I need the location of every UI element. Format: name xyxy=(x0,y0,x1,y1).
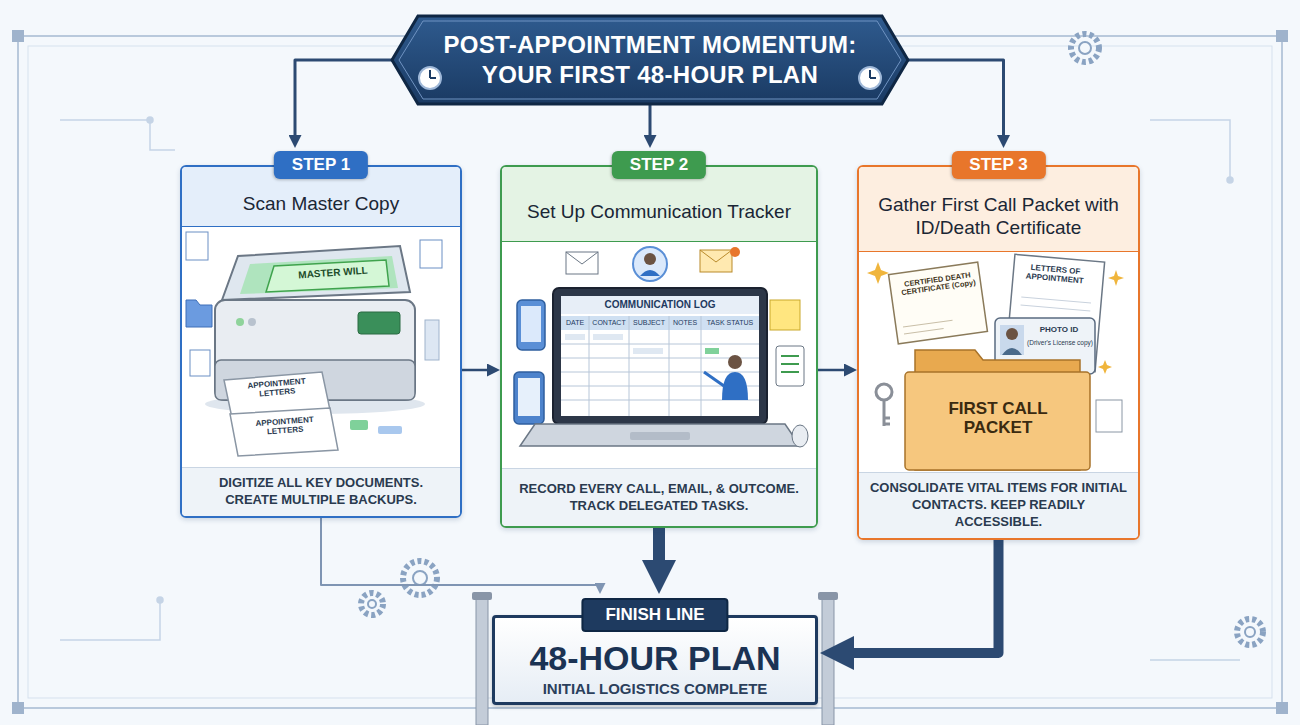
illustration-label: MASTER WILL xyxy=(283,264,384,282)
arrow-head xyxy=(295,142,296,148)
illustration-label: COMMUNICATION LOG xyxy=(561,299,759,310)
connector-line xyxy=(462,369,494,372)
step-footer-band: RECORD EVERY CALL, EMAIL, & OUTCOME. TRA… xyxy=(502,468,816,526)
connector xyxy=(659,528,660,594)
arrow-head xyxy=(494,370,500,371)
step-panel: STEP 3Gather First Call Packet with ID/D… xyxy=(857,165,1140,540)
finish-sign: FINISH LINE48-HOUR PLANINITIAL LOGISTICS… xyxy=(492,615,818,705)
title-text: POST-APPOINTMENT MOMENTUM: YOUR FIRST 48… xyxy=(420,30,880,90)
arrow-head xyxy=(851,370,857,371)
step-title: Scan Master Copy xyxy=(243,193,399,216)
packet-illustration xyxy=(867,254,1124,470)
step-header-band: Gather First Call Packet with ID/Death C… xyxy=(859,167,1138,252)
connector xyxy=(820,540,999,653)
step-tab: STEP 1 xyxy=(274,151,368,179)
illustration-label: NOTES xyxy=(669,319,701,327)
step-header-band: Scan Master Copy xyxy=(182,167,460,227)
illustration-label: SUBJECT xyxy=(629,319,669,327)
connector xyxy=(462,370,500,371)
clock-icon xyxy=(419,67,441,89)
illustration-label: CERTIFIED DEATH CERTIFICATE (Copy) xyxy=(896,270,979,298)
step-description: RECORD EVERY CALL, EMAIL, & OUTCOME. TRA… xyxy=(512,481,806,515)
arrow-head xyxy=(659,576,660,594)
arrow-head xyxy=(600,589,601,594)
arrow-head xyxy=(650,142,651,148)
scanner-illustration xyxy=(186,232,442,456)
illustration-label: PHOTO ID xyxy=(1027,326,1091,335)
step-panel: STEP 1Scan Master CopyDIGITIZE ALL KEY D… xyxy=(180,165,462,518)
step-description: DIGITIZE ALL KEY DOCUMENTS. CREATE MULTI… xyxy=(192,475,450,509)
connector-line xyxy=(838,540,999,653)
illustration-label: FIRST CALL PACKET xyxy=(922,400,1074,437)
step-header-band: Set Up Communication Tracker xyxy=(502,167,816,242)
connector xyxy=(908,60,1004,148)
banner-outline xyxy=(392,16,908,104)
illustration-label: (Driver's License copy) xyxy=(1027,339,1093,346)
illustration-label: DATE xyxy=(561,319,589,327)
banner-inner-line xyxy=(399,21,901,99)
step-footer-band: CONSOLIDATE VITAL ITEMS FOR INITIAL CONT… xyxy=(859,472,1138,538)
connector xyxy=(321,518,600,594)
illustration-area xyxy=(182,227,460,467)
step-panel: STEP 2Set Up Communication TrackerRECORD… xyxy=(500,165,818,528)
finish-ribbon: FINISH LINE xyxy=(581,598,728,632)
connector-line xyxy=(818,369,851,372)
clock-icon xyxy=(859,67,881,89)
connector xyxy=(650,104,651,148)
connector xyxy=(818,370,857,371)
connector-line xyxy=(321,518,600,589)
step-description: CONSOLIDATE VITAL ITEMS FOR INITIAL CONT… xyxy=(869,480,1128,531)
illustration-label: LETTERS OF APPOINTMENT xyxy=(1015,263,1094,287)
clock-hands xyxy=(870,70,876,78)
illustration-label: APPOINTMENT LETTERS xyxy=(235,376,318,401)
illustration-area xyxy=(502,242,816,468)
connector-line xyxy=(653,528,665,576)
connector-line xyxy=(295,60,392,142)
finish-subtext: INITIAL LOGISTICS COMPLETE xyxy=(543,680,768,698)
step-tab: STEP 3 xyxy=(951,151,1045,179)
illustration-label: APPOINTMENT LETTERS xyxy=(243,415,326,438)
finish-heading: 48-HOUR PLAN xyxy=(529,640,780,677)
step-footer-band: DIGITIZE ALL KEY DOCUMENTS. CREATE MULTI… xyxy=(182,467,460,516)
arrow-head xyxy=(820,653,838,654)
step-title: Set Up Communication Tracker xyxy=(527,201,791,224)
step-tab: STEP 2 xyxy=(612,151,706,179)
illustration-label: TASK STATUS xyxy=(701,319,759,327)
banner-shape xyxy=(390,14,910,106)
arrow-head xyxy=(1003,142,1004,148)
laptop-illustration xyxy=(514,247,808,447)
title-banner: POST-APPOINTMENT MOMENTUM: YOUR FIRST 48… xyxy=(390,14,910,106)
illustration-area xyxy=(859,252,1138,472)
illustration-label: CONTACT xyxy=(589,319,629,327)
connector xyxy=(295,60,392,148)
clock-hands xyxy=(430,70,436,78)
connector-line xyxy=(908,60,1004,142)
connector-line xyxy=(649,104,652,142)
step-title: Gather First Call Packet with ID/Death C… xyxy=(869,194,1128,240)
